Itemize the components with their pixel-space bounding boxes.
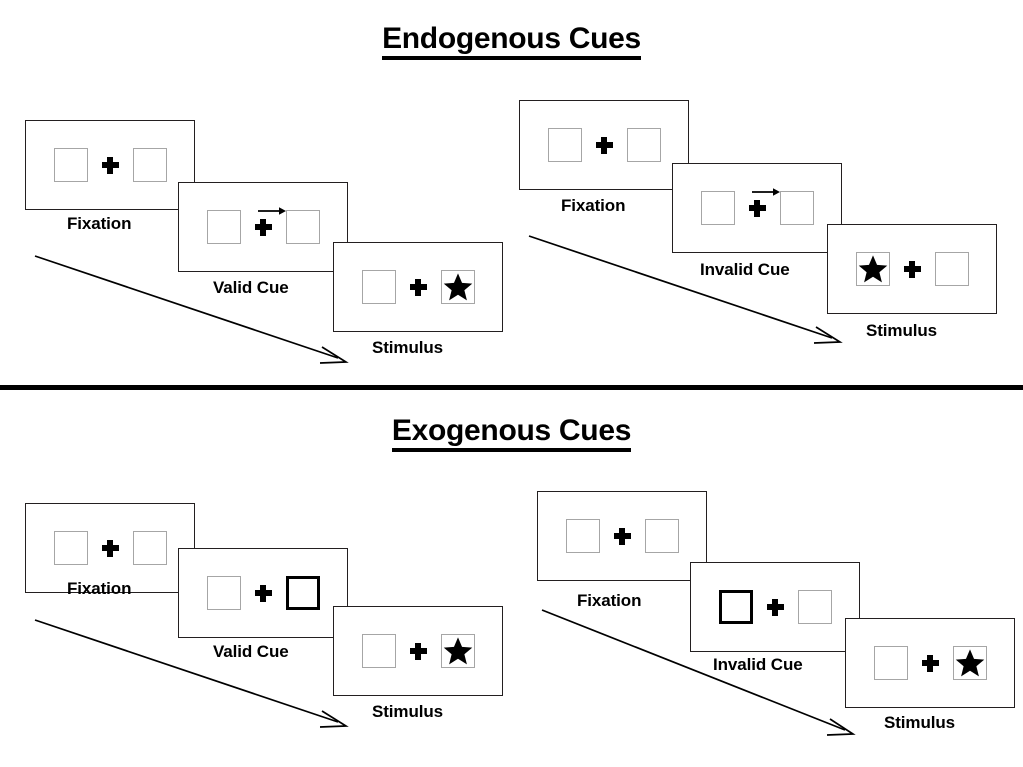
plus-cross-icon xyxy=(748,199,766,217)
star-icon xyxy=(955,649,984,677)
panel-endogenous-invalid-stimulus[interactable] xyxy=(827,224,997,314)
panel-exogenous-valid-cue[interactable] xyxy=(178,548,348,638)
panel-row xyxy=(718,590,832,624)
plus-cross-icon xyxy=(903,260,921,278)
panel-row xyxy=(855,252,969,286)
caption-exogenous-valid-cue: Valid Cue xyxy=(213,642,289,661)
placeholder-box-left xyxy=(361,270,396,304)
caption-exogenous-valid-fixation: Fixation xyxy=(67,579,132,598)
panel-exogenous-invalid-stimulus[interactable] xyxy=(845,618,1015,708)
placeholder-box-right xyxy=(440,634,475,668)
star-icon xyxy=(443,273,472,301)
section-title-exogenous-text: Exogenous Cues xyxy=(391,415,631,452)
placeholder-box-left xyxy=(206,576,241,610)
placeholder-box-left-cued xyxy=(718,590,753,624)
section-title-endogenous: Endogenous Cues xyxy=(0,22,1023,60)
plus-cross-icon xyxy=(595,136,613,154)
placeholder-box-left xyxy=(53,148,88,182)
placeholder-box-left xyxy=(565,519,600,553)
panel-endogenous-invalid-cue[interactable] xyxy=(672,163,842,253)
placeholder-box-right xyxy=(132,531,167,565)
plus-cross-icon xyxy=(254,218,272,236)
placeholder-box-right xyxy=(626,128,661,162)
panel-row xyxy=(53,148,167,182)
placeholder-box-right xyxy=(132,148,167,182)
panel-endogenous-valid-fixation[interactable] xyxy=(25,120,195,210)
caption-endogenous-invalid-fixation: Fixation xyxy=(561,196,626,215)
panel-row xyxy=(361,270,475,304)
plus-cross-icon xyxy=(766,598,784,616)
placeholder-box-right xyxy=(440,270,475,304)
panel-endogenous-valid-stimulus[interactable] xyxy=(333,242,503,332)
caption-endogenous-valid-fixation: Fixation xyxy=(67,214,132,233)
center-stack xyxy=(254,206,286,236)
plus-cross-icon xyxy=(613,527,631,545)
placeholder-box-left xyxy=(361,634,396,668)
caption-exogenous-invalid-cue: Invalid Cue xyxy=(713,655,803,674)
section-divider xyxy=(0,385,1023,390)
panel-row xyxy=(565,519,679,553)
panel-row xyxy=(361,634,475,668)
center-stack xyxy=(748,187,780,217)
placeholder-box-left xyxy=(206,210,241,244)
caption-exogenous-invalid-fixation: Fixation xyxy=(577,591,642,610)
placeholder-box-left xyxy=(53,531,88,565)
placeholder-box-left xyxy=(700,191,735,225)
star-icon xyxy=(858,255,887,283)
panel-row xyxy=(700,187,814,225)
placeholder-box-left xyxy=(873,646,908,680)
panel-exogenous-valid-fixation[interactable] xyxy=(25,503,195,593)
panel-row xyxy=(873,646,987,680)
section-title-exogenous: Exogenous Cues xyxy=(0,414,1023,452)
panel-row xyxy=(53,531,167,565)
caption-exogenous-invalid-stimulus: Stimulus xyxy=(884,713,955,732)
caption-endogenous-invalid-stimulus: Stimulus xyxy=(866,321,937,340)
placeholder-box-right xyxy=(797,590,832,624)
panel-row xyxy=(206,576,320,610)
panel-exogenous-invalid-fixation[interactable] xyxy=(537,491,707,581)
plus-cross-icon xyxy=(101,539,119,557)
caption-endogenous-valid-stimulus: Stimulus xyxy=(372,338,443,357)
placeholder-box-right xyxy=(285,210,320,244)
plus-cross-icon xyxy=(921,654,939,672)
star-icon xyxy=(443,637,472,665)
panel-exogenous-valid-stimulus[interactable] xyxy=(333,606,503,696)
plus-cross-icon xyxy=(409,278,427,296)
panel-row xyxy=(206,206,320,244)
placeholder-box-right xyxy=(779,191,814,225)
right-arrow-icon xyxy=(257,206,286,215)
panel-endogenous-valid-cue[interactable] xyxy=(178,182,348,272)
placeholder-box-right xyxy=(952,646,987,680)
caption-exogenous-valid-stimulus: Stimulus xyxy=(372,702,443,721)
panel-row xyxy=(547,128,661,162)
panel-exogenous-invalid-cue[interactable] xyxy=(690,562,860,652)
placeholder-box-right-cued xyxy=(285,576,320,610)
plus-cross-icon xyxy=(254,584,272,602)
plus-cross-icon xyxy=(101,156,119,174)
placeholder-box-left xyxy=(855,252,890,286)
placeholder-box-right xyxy=(644,519,679,553)
panel-endogenous-invalid-fixation[interactable] xyxy=(519,100,689,190)
caption-endogenous-invalid-cue: Invalid Cue xyxy=(700,260,790,279)
caption-endogenous-valid-cue: Valid Cue xyxy=(213,278,289,297)
placeholder-box-left xyxy=(547,128,582,162)
plus-cross-icon xyxy=(409,642,427,660)
placeholder-box-right xyxy=(934,252,969,286)
section-title-endogenous-text: Endogenous Cues xyxy=(382,23,641,60)
right-arrow-icon xyxy=(751,187,780,196)
